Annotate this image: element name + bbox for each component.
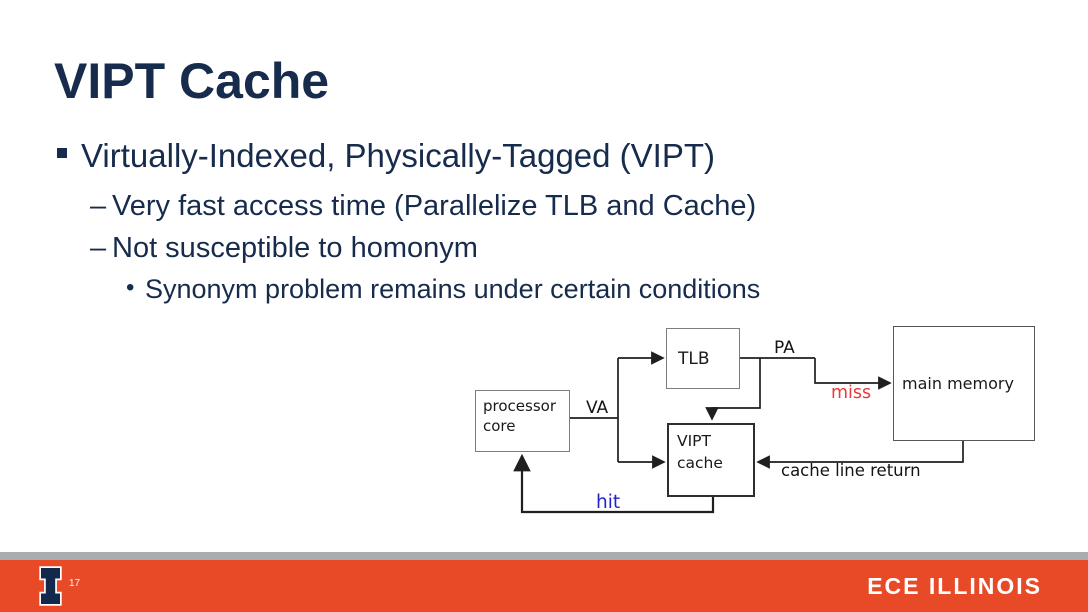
footer-gray-stripe <box>0 552 1088 560</box>
illinois-block-i-logo-icon <box>39 566 62 606</box>
bullet-level1-text: Virtually-Indexed, Physically-Tagged (VI… <box>81 137 715 174</box>
pa-label: PA <box>774 338 795 358</box>
footer-orange-bar <box>0 560 1088 612</box>
va-label: VA <box>586 398 609 418</box>
vipt-cache-label-line2: cache <box>677 453 723 472</box>
tlb-label: TLB <box>678 348 710 369</box>
cache-line-return-label: cache line return <box>781 461 921 480</box>
processor-core-label-line1: processor <box>483 397 556 415</box>
processor-core-label-line2: core <box>483 416 516 435</box>
dash-bullet-icon: – <box>90 232 107 264</box>
edge-pa-to-mainmemory <box>814 358 892 390</box>
edge-cache-line-return <box>756 441 964 469</box>
tlb-box: TLB <box>666 328 740 389</box>
miss-label: miss <box>831 383 872 403</box>
footer-brand-text: ECE ILLINOIS <box>867 573 1042 599</box>
hit-label: hit <box>596 492 621 513</box>
dot-bullet-icon: • <box>126 274 135 301</box>
bullet-level3-item: • Synonym problem remains under certain … <box>126 276 760 303</box>
dash-bullet-icon: – <box>90 190 107 222</box>
bullet-level2-text: Not susceptible to homonym <box>112 232 478 264</box>
main-memory-box: main memory <box>893 326 1035 441</box>
processor-core-box: processor core <box>475 390 570 452</box>
edge-tlb-to-vipt <box>705 358 761 421</box>
vipt-cache-box: VIPT cache <box>667 423 755 497</box>
page-title: VIPT Cache <box>54 53 330 109</box>
bullet-level3-text: Synonym problem remains under certain co… <box>145 274 761 304</box>
bullet-level2-item: – Very fast access time (Parallelize TLB… <box>90 192 756 221</box>
main-memory-label: main memory <box>902 374 1014 393</box>
page-number: 17 <box>69 578 81 589</box>
bullet-level2-text: Very fast access time (Parallelize TLB a… <box>112 190 757 222</box>
bullet-level2-item: – Not susceptible to homonym <box>90 234 478 263</box>
edge-hit-return <box>513 453 715 514</box>
square-bullet-icon <box>57 148 67 158</box>
vipt-cache-label-line1: VIPT <box>677 432 711 450</box>
diagram-edges <box>513 351 964 514</box>
